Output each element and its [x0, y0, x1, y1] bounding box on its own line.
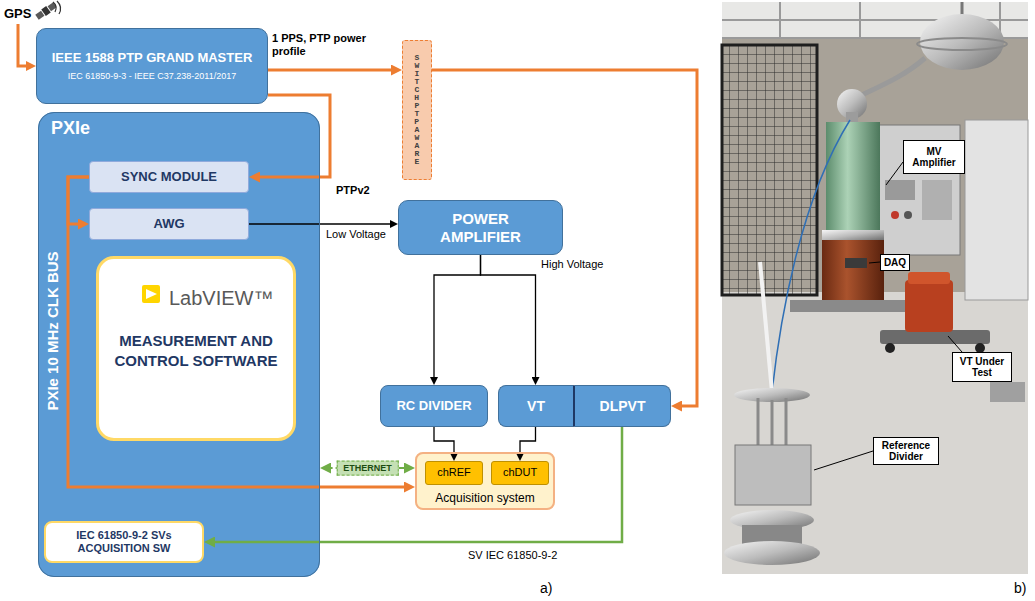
signal-arrow — [481, 255, 536, 380]
channel-box: chREF — [425, 461, 483, 485]
amplifier-knob — [891, 211, 899, 219]
column-collar — [822, 230, 884, 240]
divider-shield — [735, 445, 811, 505]
signal-arrow — [211, 427, 622, 542]
edge-label: 1 PPS, PTP power profile — [272, 32, 390, 58]
terminal-block — [990, 382, 1025, 402]
trolley — [880, 330, 990, 344]
satellite-panel — [35, 11, 44, 20]
box-title: POWER AMPLIFIER — [419, 210, 542, 246]
corona-sphere — [920, 14, 1004, 70]
box-title: MV Amplifier — [907, 146, 961, 168]
box-subtitle: PXIe 10 MHz CLK BUS — [44, 251, 62, 410]
signal-arrow — [68, 177, 408, 487]
hv-conductor — [856, 58, 925, 98]
amplifier-box: POWER AMPLIFIER — [398, 200, 563, 255]
blue-cable — [772, 120, 850, 392]
panel-fill — [415, 452, 555, 510]
edge-label: High Voltage — [541, 258, 603, 271]
box-title: IEEE 1588 PTP GRAND MASTER — [52, 50, 253, 66]
edge-label: PTPv2 — [336, 184, 370, 197]
divider-top-plate — [734, 388, 810, 402]
box-title: Acquisition system — [417, 491, 553, 505]
divider-foot — [724, 541, 820, 565]
lab-cabinet — [965, 120, 1028, 300]
box-title: VT Under Test — [956, 356, 1008, 378]
module-box: SYNC MODULE — [89, 161, 249, 193]
box-title: PXIe — [51, 118, 90, 140]
divider-rod — [758, 398, 786, 445]
panel-fill — [38, 112, 320, 577]
box-title: SYNC MODULE — [121, 169, 217, 185]
vt-body — [905, 280, 953, 332]
column-insulator — [826, 122, 880, 232]
leader-line — [814, 162, 962, 470]
labview-logo-arrow — [146, 289, 157, 299]
photo-callout: MV Amplifier — [903, 140, 965, 174]
safety-fence — [722, 45, 817, 295]
vt-top — [908, 272, 950, 284]
divider-pole — [760, 262, 772, 392]
box-title: DAQ — [884, 257, 906, 268]
box-title: IEC 61850-9-2 SVs ACQUISITION SW — [51, 529, 197, 555]
box-title: chREF — [437, 466, 471, 479]
panel-label: b) — [1014, 580, 1026, 596]
column-plate — [790, 300, 915, 312]
module-box: AWG — [89, 208, 249, 240]
software-box: IEC 61850-9-2 SVs ACQUISITION SW — [44, 521, 204, 563]
box-title: VT — [527, 398, 545, 415]
acquisition-box: Acquisition system chREF chDUT — [415, 452, 555, 510]
signal-arrow — [68, 177, 89, 224]
fence-frame — [722, 45, 817, 295]
channel-box: chDUT — [491, 461, 549, 485]
box-title: AWG — [153, 216, 184, 232]
column-base — [822, 240, 884, 302]
panel-label: a) — [540, 580, 552, 596]
box-title: RC DIVIDER — [396, 398, 471, 414]
photo-floor — [722, 2, 1028, 574]
trolley-wheel — [885, 343, 895, 353]
gps-antenna — [35, 1, 58, 20]
amplifier-panel — [922, 180, 952, 220]
signal-arcs — [53, 1, 61, 14]
antenna-label: GPS — [4, 6, 31, 21]
gps-wire — [18, 24, 30, 66]
daq-unit — [845, 258, 867, 268]
transformer-box: VT — [498, 385, 573, 427]
box-title: DLPVT — [600, 398, 646, 415]
switch-box: SWITCH PTP AWARE — [402, 40, 432, 180]
signal-arrow — [256, 95, 330, 177]
box-subtitle: MEASUREMENT AND CONTROL SOFTWARE — [107, 331, 285, 370]
box-title: LabVIEW™ — [169, 286, 273, 310]
amplifier-panel — [885, 180, 915, 200]
labview-logo — [142, 285, 160, 303]
edge-label: Low Voltage — [326, 228, 386, 241]
box-title: chDUT — [503, 466, 537, 479]
edge-label: SV IEC 61850-9-2 — [468, 549, 557, 562]
box-subtitle: IEC 61850-9-3 - IEEE C37.238-2011/2017 — [68, 71, 236, 82]
grandmaster-box: IEEE 1588 PTP GRAND MASTER IEC 61850-9-3 … — [36, 28, 268, 104]
photo-callout: VT Under Test — [952, 352, 1012, 382]
corona-ring — [917, 38, 1007, 50]
software-box: LabVIEW™ MEASUREMENT AND CONTROL SOFTWARE — [96, 256, 296, 441]
signal-arrow — [268, 69, 395, 72]
box-title: Reference Divider — [877, 440, 935, 462]
transformer-box: DLPVT — [573, 385, 671, 427]
photo-callout: DAQ — [880, 254, 910, 271]
connector-group — [68, 70, 697, 542]
divider-box: RC DIVIDER — [380, 385, 488, 427]
chassis-box: PXIePXIe 10 MHz CLK BUS SYNC MODULE AWG Lab… — [38, 112, 320, 577]
photo-callout: Reference Divider — [873, 437, 939, 465]
edge-label: ETHERNET — [336, 461, 399, 476]
amplifier-knob — [904, 211, 912, 219]
signal-arrow — [434, 255, 481, 380]
hanging-rod — [961, 2, 964, 16]
signal-arrow — [249, 223, 393, 224]
box-title: SWITCH PTP AWARE — [414, 54, 420, 166]
